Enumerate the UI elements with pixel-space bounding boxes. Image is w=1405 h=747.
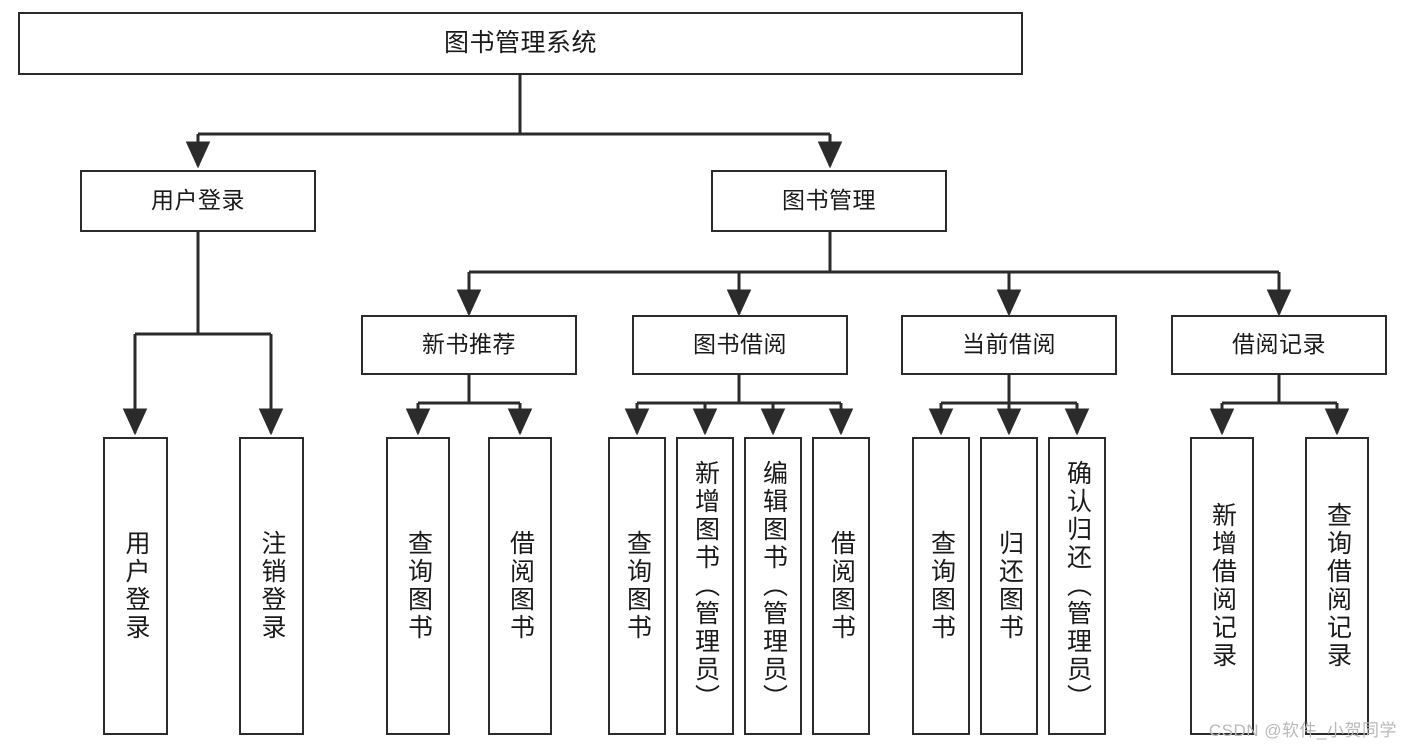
- edge-new-book-recommend-to-leaves: [405, 375, 533, 436]
- node-leaf-query-book-2-label: 查询图书: [623, 530, 652, 642]
- node-leaf-confirm-return-admin-label: 确认归还（管理员）: [1063, 460, 1092, 712]
- edge-book-borrow-to-leaves: [624, 375, 854, 436]
- node-leaf-return-book[interactable]: 归还图书: [980, 437, 1038, 735]
- node-leaf-add-book-admin[interactable]: 新增图书（管理员）: [676, 437, 734, 735]
- node-user-login-label: 用户登录: [151, 187, 245, 214]
- node-leaf-add-borrow-record[interactable]: 新增借阅记录: [1190, 437, 1254, 735]
- node-user-login[interactable]: 用户登录: [80, 170, 316, 232]
- node-root-label: 图书管理系统: [443, 28, 597, 57]
- node-leaf-query-book-1-label: 查询图书: [404, 530, 433, 642]
- node-leaf-query-borrow-record[interactable]: 查询借阅记录: [1305, 437, 1369, 735]
- node-book-borrow[interactable]: 图书借阅: [632, 315, 848, 375]
- edge-book-management-to-level2: [456, 232, 1292, 317]
- node-leaf-add-book-admin-label: 新增图书（管理员）: [691, 460, 720, 712]
- node-root[interactable]: 图书管理系统: [18, 12, 1023, 75]
- node-leaf-query-book-3[interactable]: 查询图书: [912, 437, 970, 735]
- node-leaf-return-book-label: 归还图书: [995, 530, 1024, 642]
- node-new-book-recommend-label: 新书推荐: [422, 331, 516, 358]
- edge-user-login-to-leaves: [122, 232, 284, 436]
- node-leaf-query-book-3-label: 查询图书: [927, 530, 956, 642]
- node-book-borrow-label: 图书借阅: [693, 331, 787, 358]
- node-leaf-query-book-1[interactable]: 查询图书: [386, 437, 450, 735]
- node-leaf-query-book-2[interactable]: 查询图书: [608, 437, 666, 735]
- node-current-borrow[interactable]: 当前借阅: [901, 315, 1117, 375]
- node-leaf-user-logout[interactable]: 注销登录: [239, 437, 304, 735]
- edge-root-to-level1: [185, 75, 843, 169]
- node-leaf-confirm-return-admin[interactable]: 确认归还（管理员）: [1048, 437, 1106, 735]
- node-leaf-add-borrow-record-label: 新增借阅记录: [1208, 502, 1237, 670]
- node-leaf-borrow-book-1[interactable]: 借阅图书: [488, 437, 552, 735]
- node-book-management[interactable]: 图书管理: [711, 170, 947, 232]
- edge-borrow-record-to-leaves: [1209, 375, 1350, 436]
- node-leaf-edit-book-admin-label: 编辑图书（管理员）: [759, 460, 788, 712]
- node-new-book-recommend[interactable]: 新书推荐: [361, 315, 577, 375]
- node-leaf-edit-book-admin[interactable]: 编辑图书（管理员）: [744, 437, 802, 735]
- node-leaf-user-logout-label: 注销登录: [258, 530, 286, 642]
- node-book-management-label: 图书管理: [782, 187, 876, 214]
- edge-current-borrow-to-leaves: [928, 375, 1090, 436]
- node-leaf-borrow-book-2[interactable]: 借阅图书: [812, 437, 870, 735]
- node-leaf-user-login-label: 用户登录: [122, 530, 150, 642]
- watermark-text: CSDN @软件_小贺同学: [1208, 721, 1397, 740]
- node-leaf-user-login[interactable]: 用户登录: [103, 437, 168, 735]
- node-borrow-record-label: 借阅记录: [1232, 331, 1326, 358]
- node-borrow-record[interactable]: 借阅记录: [1171, 315, 1387, 375]
- node-leaf-borrow-book-1-label: 借阅图书: [506, 530, 535, 642]
- node-leaf-query-borrow-record-label: 查询借阅记录: [1323, 502, 1352, 670]
- node-leaf-borrow-book-2-label: 借阅图书: [827, 530, 856, 642]
- node-current-borrow-label: 当前借阅: [962, 331, 1056, 358]
